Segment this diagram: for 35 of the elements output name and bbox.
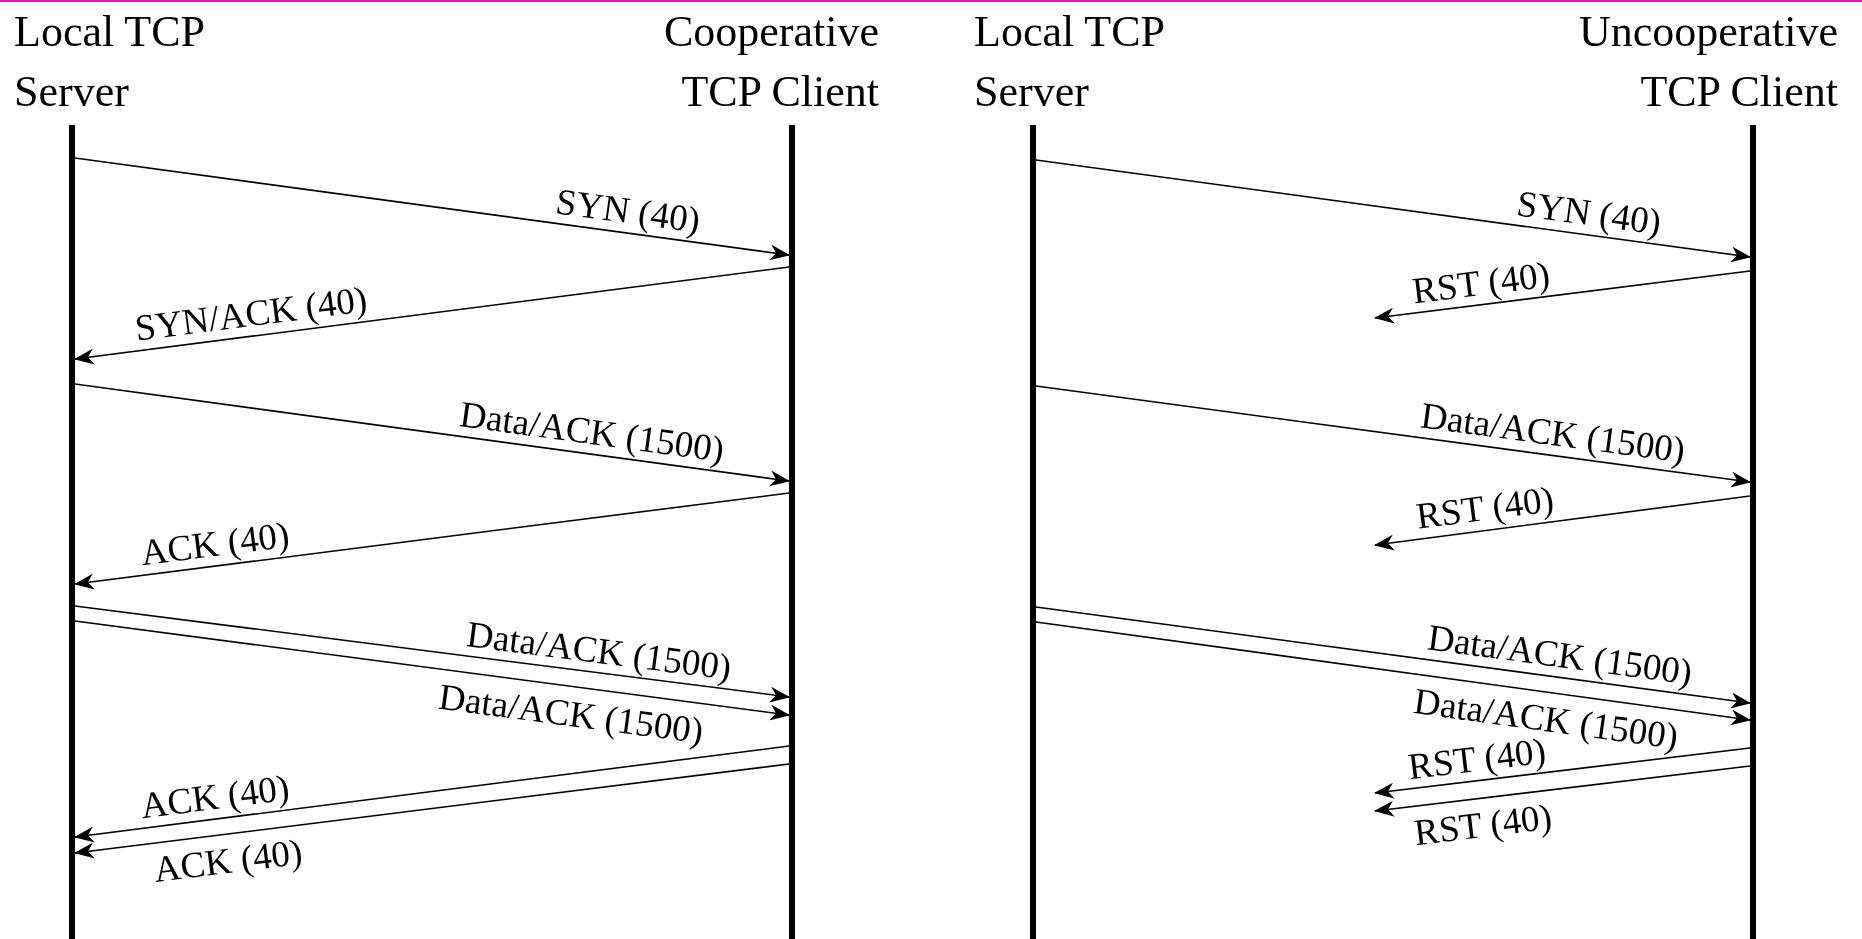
message-arrow (1374, 495, 1751, 551)
edge-label: Data/ACK (1500) (1418, 395, 1688, 471)
edge-label: ACK (40) (151, 832, 305, 891)
message-arrow (1035, 385, 1751, 488)
message-arrow (74, 266, 790, 365)
lifeline-header: Local TCP Server (974, 6, 1165, 118)
message-arrow (74, 492, 790, 590)
edge-label: SYN (40) (1514, 183, 1664, 243)
lifeline-header: Local TCP Server (14, 6, 205, 118)
lifeline (1750, 125, 1756, 939)
message-arrow (1035, 606, 1751, 709)
message-arrow (1035, 159, 1751, 263)
edge-label: SYN (40) (553, 181, 703, 241)
edge-label: ACK (40) (138, 514, 292, 574)
edge-label: RST (40) (1410, 254, 1552, 311)
lifeline-header: Cooperative TCP Client (662, 6, 879, 118)
lifeline (789, 125, 795, 939)
message-arrow (74, 605, 790, 703)
message-arrow (74, 763, 790, 859)
message-arrow (1035, 621, 1751, 726)
message-arrow (74, 620, 790, 721)
lifeline-header: Uncooperative TCP Client (1578, 6, 1838, 118)
lifeline (69, 125, 75, 939)
edge-label: RST (40) (1413, 479, 1556, 538)
message-arrow (1374, 270, 1751, 324)
edge-label: ACK (40) (138, 767, 292, 827)
message-arrow (74, 157, 790, 261)
edge-label: SYN/ACK (40) (132, 279, 369, 349)
edge-label: Data/ACK (1500) (457, 394, 727, 470)
message-arrow (1374, 765, 1751, 817)
message-arrow (74, 383, 790, 487)
message-arrow (74, 745, 790, 843)
edge-label: RST (40) (1412, 797, 1555, 854)
message-arrow (1374, 747, 1751, 799)
lifeline (1030, 125, 1036, 939)
